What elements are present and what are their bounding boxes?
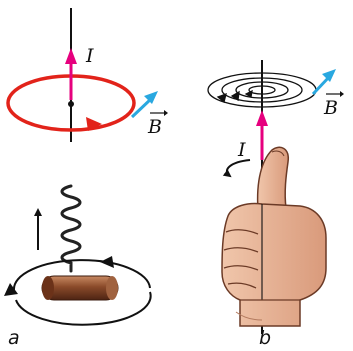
field-loop-front-a: [6, 102, 136, 132]
field-loop-arrowhead-a: [86, 117, 102, 131]
rotation-arrow-right: [100, 256, 114, 268]
right-hand-icon: [221, 146, 327, 327]
panel-b: I B b: [207, 60, 344, 349]
panel-a: I B a: [4, 8, 168, 349]
current-label-a: I: [85, 45, 94, 67]
field-label-b: B: [323, 91, 344, 119]
corkscrew-handle: [41, 275, 119, 301]
rotation-hint-arrow-b: [222, 159, 251, 178]
current-arrow-b: [256, 110, 268, 160]
panel-label-a: a: [8, 327, 20, 349]
panel-label-b: b: [259, 327, 271, 349]
field-label-a: B: [147, 110, 168, 138]
wire-center-dot: [68, 101, 74, 107]
rotation-ellipse-back: [12, 259, 151, 291]
svg-text:B: B: [323, 97, 338, 119]
current-label-b: I: [237, 139, 246, 161]
field-vector-a: [130, 91, 158, 119]
current-arrow-a: [65, 48, 77, 100]
rotation-ellipse-front: [15, 291, 152, 326]
rotation-arrow-left: [4, 283, 18, 296]
field-vector-b: [311, 69, 336, 96]
corkscrew-spring: [60, 184, 82, 273]
svg-text:B: B: [147, 116, 162, 138]
